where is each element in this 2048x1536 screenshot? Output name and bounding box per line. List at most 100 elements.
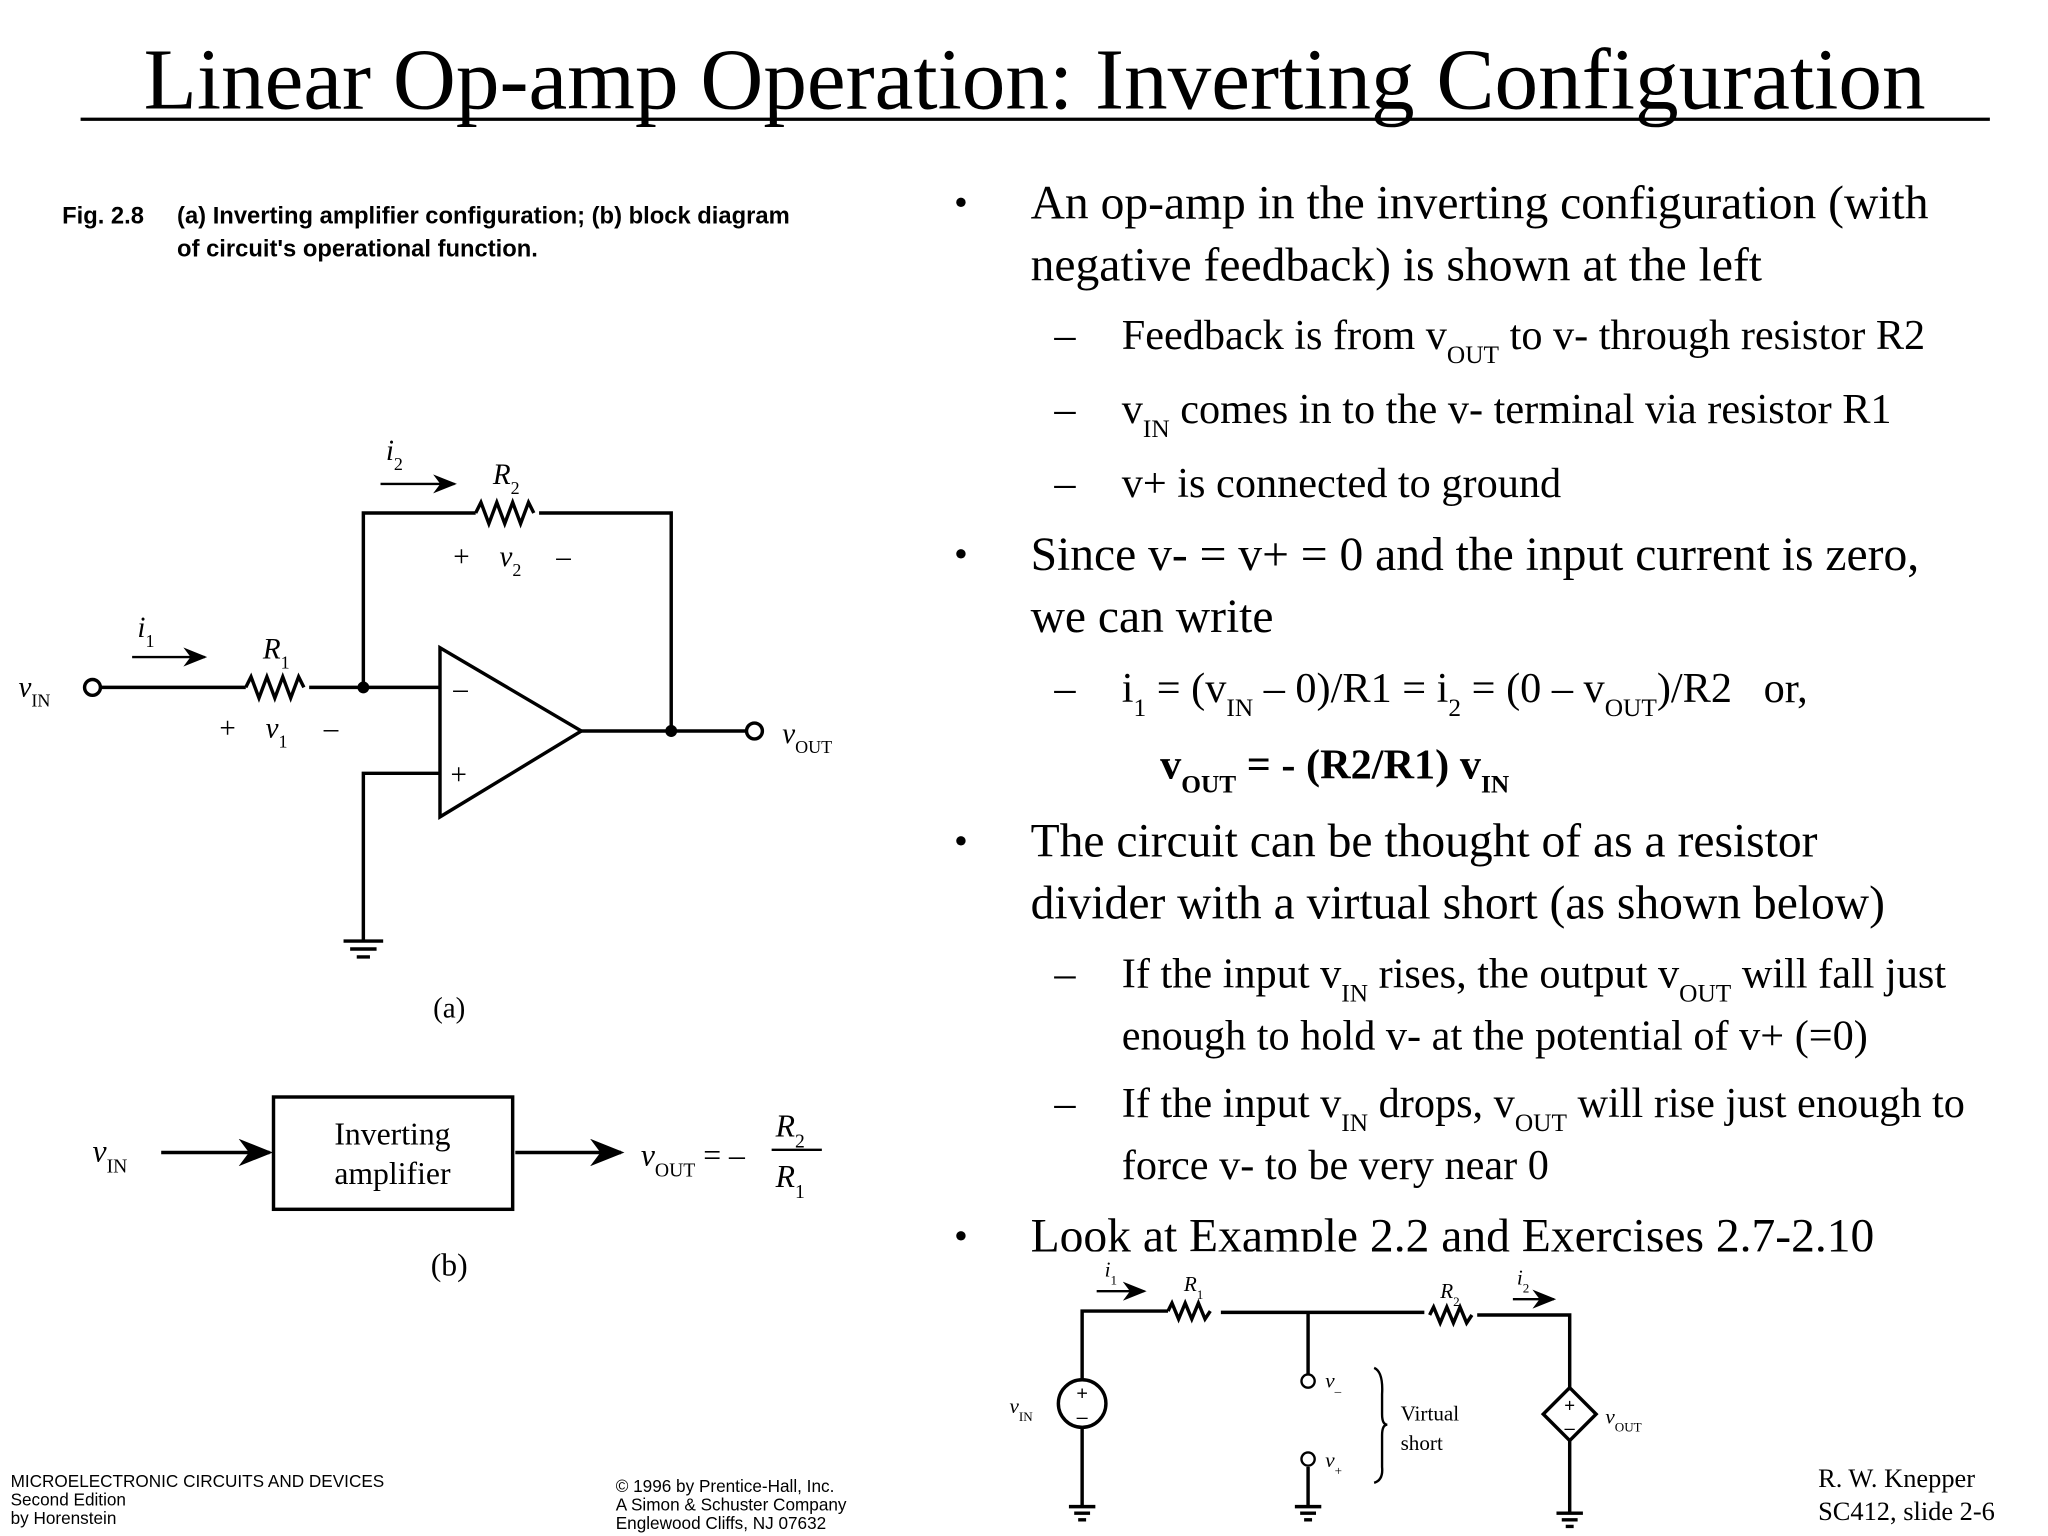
fraction-num: R2: [775, 1109, 805, 1153]
subscript: OUT: [1605, 694, 1658, 722]
source-minus: –: [1077, 1406, 1088, 1428]
vin-terminal: [82, 677, 103, 698]
subscript: IN: [1143, 415, 1170, 443]
label-v1: v1: [266, 713, 288, 752]
virtual-short-label-1: Virtual: [1401, 1402, 1460, 1426]
resistor-r2: [1428, 1302, 1474, 1328]
label-i1: i1: [137, 612, 154, 651]
junction-dot: [357, 681, 370, 694]
brace: [1373, 1366, 1388, 1484]
fraction-den: R1: [775, 1159, 805, 1203]
slide-number: SC412, slide 2-6: [1818, 1496, 1995, 1526]
slide-title: Linear Op-amp Operation: Inverting Confi…: [144, 31, 1926, 128]
text-run: Look at Example 2.2 and Exercises 2.7-2.…: [1031, 1211, 1875, 1263]
sub-bullet-text: enough to hold v- at the potential of v+…: [1122, 1012, 1868, 1059]
text-run: = (v: [1146, 665, 1227, 712]
vin-source: [1056, 1378, 1108, 1430]
text-run: If the input v: [1122, 950, 1342, 997]
text-run: i: [1122, 665, 1134, 712]
dep-source-plus: +: [1564, 1394, 1575, 1415]
dash-icon: –: [1053, 1080, 1076, 1127]
equation: vOUT = - (R2/R1) vIN: [1160, 742, 1509, 799]
inverting-amplifier-block: [271, 1095, 515, 1212]
dependent-source: [1540, 1385, 1599, 1443]
text-run: negative feedback) is shown at the left: [1031, 239, 1762, 291]
text-run: v: [1160, 742, 1182, 789]
subscript: 1: [1134, 694, 1147, 722]
block-diagram: vIN Inverting amplifier vOUT = – R2 R1 (…: [92, 1095, 822, 1282]
sub-bullet-text: i1 = (vIN – 0)/R1 = i2 = (0 – vOUT)/R2 o…: [1122, 665, 1808, 722]
junction-dot: [665, 725, 678, 737]
copyright-3: Englewood Cliffs, NJ 07632: [616, 1513, 826, 1533]
caption-a: (a): [433, 993, 465, 1025]
op-amp-triangle: [438, 644, 585, 820]
subscript: OUT: [1447, 341, 1500, 369]
text-run: An op-amp in the inverting configuration…: [1031, 177, 1929, 229]
block-vin: vIN: [92, 1134, 127, 1178]
block-label-1: Inverting: [334, 1117, 450, 1152]
label-v-plus: v+: [1325, 1448, 1342, 1478]
text-run: enough to hold v- at the potential of v+…: [1122, 1012, 1868, 1059]
figure-label: Fig. 2.8: [62, 203, 144, 230]
virtual-short-circuit: + – + – i1 R1 R2 i2 vIN vOUT v– v+ Virtu…: [1009, 1258, 1642, 1529]
text-run: = (0 – v: [1461, 665, 1605, 712]
text-run: )/R2 or,: [1657, 665, 1808, 712]
dash-icon: –: [1053, 386, 1076, 433]
text-run: force v- to be very near 0: [1122, 1142, 1549, 1189]
dash-icon: –: [1053, 950, 1076, 997]
opamp-plus: +: [451, 759, 467, 791]
caption-b: (b): [431, 1247, 468, 1282]
label-v1-minus: –: [323, 713, 339, 745]
label-vout: vOUT: [1605, 1404, 1641, 1434]
subscript: IN: [1341, 1109, 1368, 1137]
label-r2: R2: [1439, 1279, 1459, 1309]
sub-bullet-text: vIN comes in to the v- terminal via resi…: [1122, 386, 1892, 443]
label-vin: vIN: [1009, 1394, 1033, 1424]
virtual-short-label-2: short: [1401, 1431, 1443, 1455]
v-minus-terminal: [1300, 1373, 1316, 1389]
text-run: we can write: [1031, 591, 1274, 643]
label-i1: i1: [1105, 1258, 1117, 1288]
footer: MICROELECTRONIC CIRCUITS AND DEVICES Sec…: [11, 1471, 847, 1533]
text-run: v: [1122, 386, 1144, 433]
bullet-list: • An op-amp in the inverting configuratio…: [954, 177, 1965, 1263]
ground-icon: [1294, 1504, 1322, 1522]
subscript: IN: [1341, 979, 1368, 1007]
text-run: divider with a virtual short (as shown b…: [1031, 878, 1885, 930]
caption-line-1: (a) Inverting amplifier configuration; (…: [177, 203, 790, 230]
wires: [1080, 1309, 1572, 1514]
opamp-minus: –: [452, 673, 468, 705]
ground-icon: [343, 939, 384, 959]
sub-bullet-text: If the input vIN drops, vOUT will rise j…: [1122, 1080, 1965, 1137]
copyright-1: © 1996 by Prentice-Hall, Inc.: [616, 1476, 835, 1496]
subscript: 2: [1448, 694, 1461, 722]
bullet-text: negative feedback) is shown at the left: [1031, 239, 1762, 291]
ground-icon: [1556, 1511, 1583, 1529]
book-edition: Second Edition: [11, 1489, 126, 1509]
dash-icon: –: [1053, 312, 1076, 359]
sub-bullet-text: If the input vIN rises, the output vOUT …: [1122, 950, 1947, 1007]
resistor-r2: [474, 497, 536, 529]
subscript: OUT: [1679, 979, 1732, 1007]
sub-bullet-text: force v- to be very near 0: [1122, 1142, 1549, 1189]
label-vout: vOUT: [782, 718, 832, 757]
subscript: OUT: [1515, 1109, 1568, 1137]
label-i2: i2: [1517, 1266, 1529, 1296]
text-run: Since v- = v+ = 0 and the input current …: [1031, 529, 1920, 581]
block-vout: vOUT = –: [641, 1138, 746, 1182]
v-plus-terminal: [1300, 1451, 1316, 1467]
text-run: = - (R2/R1) v: [1236, 742, 1482, 789]
vout-terminal: [744, 721, 765, 741]
resistor-r1: [244, 671, 306, 703]
bullet-text: divider with a virtual short (as shown b…: [1031, 878, 1885, 930]
label-v-minus: v–: [1325, 1369, 1341, 1399]
copyright-2: A Simon & Schuster Company: [616, 1495, 847, 1515]
wires: [100, 511, 747, 942]
author: R. W. Knepper: [1818, 1463, 1975, 1493]
label-r1: R1: [1183, 1272, 1203, 1302]
bullet-icon: •: [954, 181, 968, 225]
dash-icon: –: [1053, 460, 1076, 507]
text-run: If the input v: [1122, 1080, 1342, 1127]
text-run: will rise just enough to: [1567, 1080, 1965, 1127]
